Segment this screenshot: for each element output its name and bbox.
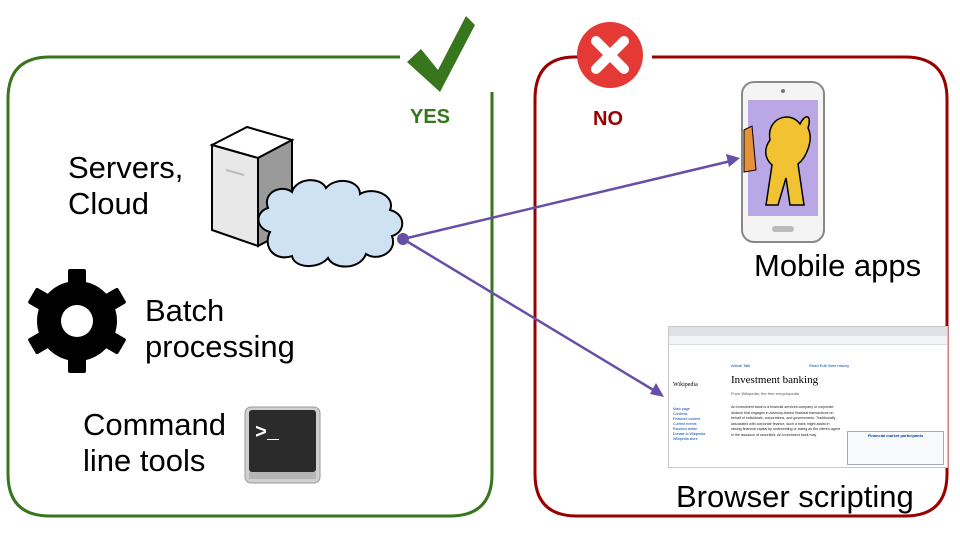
- wiki-logo: Wikipedia: [673, 382, 698, 388]
- browser-scripting-label: Browser scripting: [676, 479, 914, 514]
- connector-arrow-mobile: [726, 154, 740, 167]
- smartphone-icon: [741, 81, 825, 243]
- wiki-title: Investment banking: [731, 374, 819, 386]
- wiki-infobox-title: Financial market participants: [867, 433, 924, 438]
- connector-lines: [402, 158, 736, 396]
- yes-label: YES: [410, 106, 451, 128]
- browser-tab-bar: [669, 327, 947, 336]
- browser-window-icon: Article Talk Read Edit View history Wiki…: [668, 326, 948, 468]
- yes-panel-border: [6, 55, 494, 518]
- x-circle-icon: [577, 22, 643, 88]
- no-panel-border: [533, 55, 949, 518]
- browser-url-bar: [669, 336, 947, 345]
- wiki-body: An investment bank is a financial servic…: [731, 405, 840, 437]
- batch-processing-label-line2: processing: [145, 329, 295, 364]
- terminal-prompt: >_: [255, 422, 280, 445]
- wiki-subtitle: From Wikipedia, the free encyclopedia: [731, 391, 800, 396]
- connector-origin-dot: [397, 233, 409, 245]
- terminal-icon: >_: [244, 406, 321, 484]
- wiki-tabs-right: Read Edit View history: [809, 363, 850, 368]
- no-label: NO: [593, 108, 623, 130]
- servers-cloud-label-line2: Cloud: [68, 186, 149, 221]
- wiki-tabs-left: Article Talk: [731, 363, 751, 368]
- batch-processing-label-line1: Batch: [145, 293, 225, 328]
- command-line-tools-label: Command line tools: [83, 407, 226, 479]
- mobile-apps-label: Mobile apps: [754, 248, 922, 283]
- connector-arrow-browser: [650, 383, 664, 397]
- wiki-sidebar: Main page Contents Featured content Curr…: [673, 407, 706, 441]
- command-line-tools-label-line2: line tools: [83, 443, 206, 478]
- command-line-tools-label-line1: Command: [83, 407, 226, 442]
- cloud-icon: [257, 179, 404, 268]
- batch-processing-label: Batch processing: [145, 293, 295, 365]
- servers-cloud-label: Servers, Cloud: [68, 150, 183, 222]
- gear-icon: [28, 269, 126, 373]
- wiki-infobox: Financial market participants: [847, 431, 944, 465]
- servers-cloud-label-line1: Servers,: [68, 150, 184, 185]
- checkmark-icon: [407, 16, 475, 92]
